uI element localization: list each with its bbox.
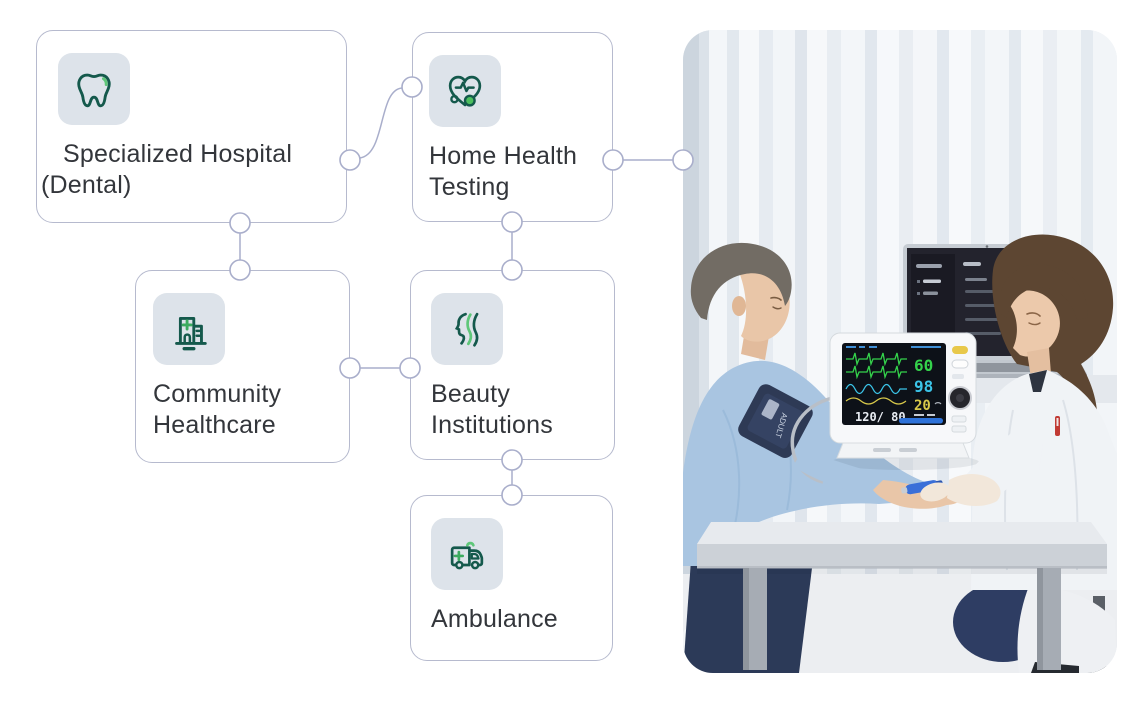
ecg-waveform-1: [846, 352, 907, 367]
spo2-waveform: [845, 383, 907, 395]
resp-waveform: [845, 397, 907, 405]
resp-value: 20: [914, 398, 931, 414]
table: [697, 522, 1107, 670]
card-home-health-testing: Home Health Testing: [412, 32, 613, 222]
heart-rate-value: 60: [914, 356, 933, 375]
card-label: Specialized Hospital (Dental): [41, 140, 293, 199]
card-label: Community Healthcare: [153, 380, 282, 439]
card-label: Beauty Institutions: [431, 380, 553, 439]
icon-tile: [58, 53, 130, 125]
ambulance-icon: [450, 541, 484, 570]
card-community-healthcare: Community Healthcare: [135, 270, 350, 463]
icon-tile: [153, 293, 225, 365]
face-profile-icon: [454, 312, 479, 347]
card-ambulance: Ambulance: [410, 495, 613, 661]
stethoscope-heart-icon: [448, 75, 482, 107]
spo2-value: 98: [914, 377, 933, 396]
clinic-photo: ADULT: [683, 30, 1117, 673]
card-label: Home Health Testing: [429, 142, 578, 201]
icon-tile: [429, 55, 501, 127]
monitor-cable: [790, 396, 833, 484]
ecg-waveform-2: [846, 365, 907, 380]
card-label: Ambulance: [431, 605, 558, 633]
blood-test-hands: [793, 426, 1043, 510]
card-beauty-institutions: Beauty Institutions: [410, 270, 615, 460]
icon-tile: [431, 293, 503, 365]
patient-monitor: 60 98 20 120/ 80: [790, 332, 979, 484]
tooth-icon: [77, 73, 111, 108]
nibp-value: 120/ 80: [855, 410, 906, 424]
connector-curve-dental-to-home: [359, 87, 403, 159]
card-specialized-hospital: Specialized Hospital (Dental): [36, 30, 347, 223]
icon-tile: [431, 518, 503, 590]
hospital-building-icon: [175, 317, 207, 351]
